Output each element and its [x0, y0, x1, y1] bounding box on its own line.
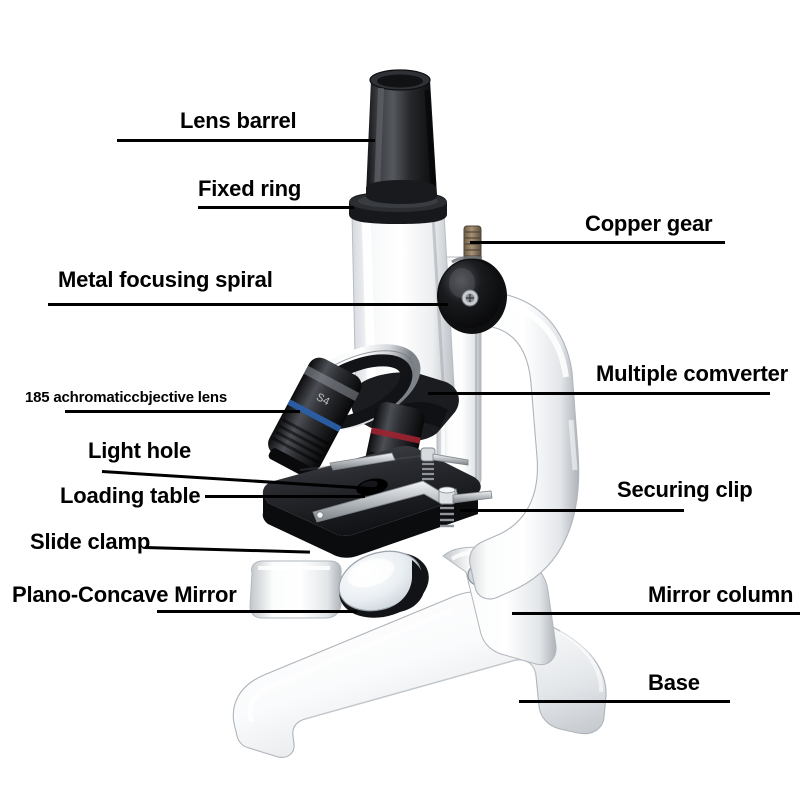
label-multiple-comverter: Multiple comverter [596, 361, 789, 386]
leader-securing-clip [460, 509, 684, 512]
leader-loading-table [205, 495, 365, 498]
leader-slide-clamp [144, 546, 310, 554]
leader-plano-concave-mirror [157, 610, 357, 613]
label-securing-clip: Securing clip [617, 477, 753, 502]
label-achromatic-objective-lens: 185 achromaticcbjective lens [25, 389, 228, 406]
lens-barrel-part [366, 69, 437, 204]
leader-copper-gear [470, 241, 725, 244]
label-slide-clamp: Slide clamp [30, 529, 151, 554]
leader-metal-focusing-spiral [48, 303, 448, 306]
label-base: Base [648, 670, 700, 695]
metal-focusing-spiral-part [437, 255, 507, 334]
label-mirror-column: Mirror column [648, 582, 794, 607]
svg-text:S4: S4 [314, 391, 332, 408]
leader-mirror-column [512, 612, 800, 615]
label-loading-table: Loading table [60, 483, 201, 508]
label-lens-barrel: Lens barrel [180, 108, 297, 133]
label-metal-focusing-spiral: Metal focusing spiral [58, 267, 273, 292]
label-plano-concave-mirror: Plano-Concave Mirror [12, 582, 237, 607]
leader-lens-barrel [117, 139, 375, 142]
securing-clip-part [420, 447, 493, 528]
label-fixed-ring: Fixed ring [198, 176, 302, 201]
leader-multiple-comverter [428, 392, 770, 395]
plano-concave-mirror-part [249, 550, 429, 619]
leader-fixed-ring [198, 206, 354, 209]
label-copper-gear: Copper gear [585, 211, 713, 236]
leader-achromatic-objective-lens [65, 410, 300, 413]
leader-base [519, 700, 730, 703]
label-light-hole: Light hole [88, 438, 192, 463]
